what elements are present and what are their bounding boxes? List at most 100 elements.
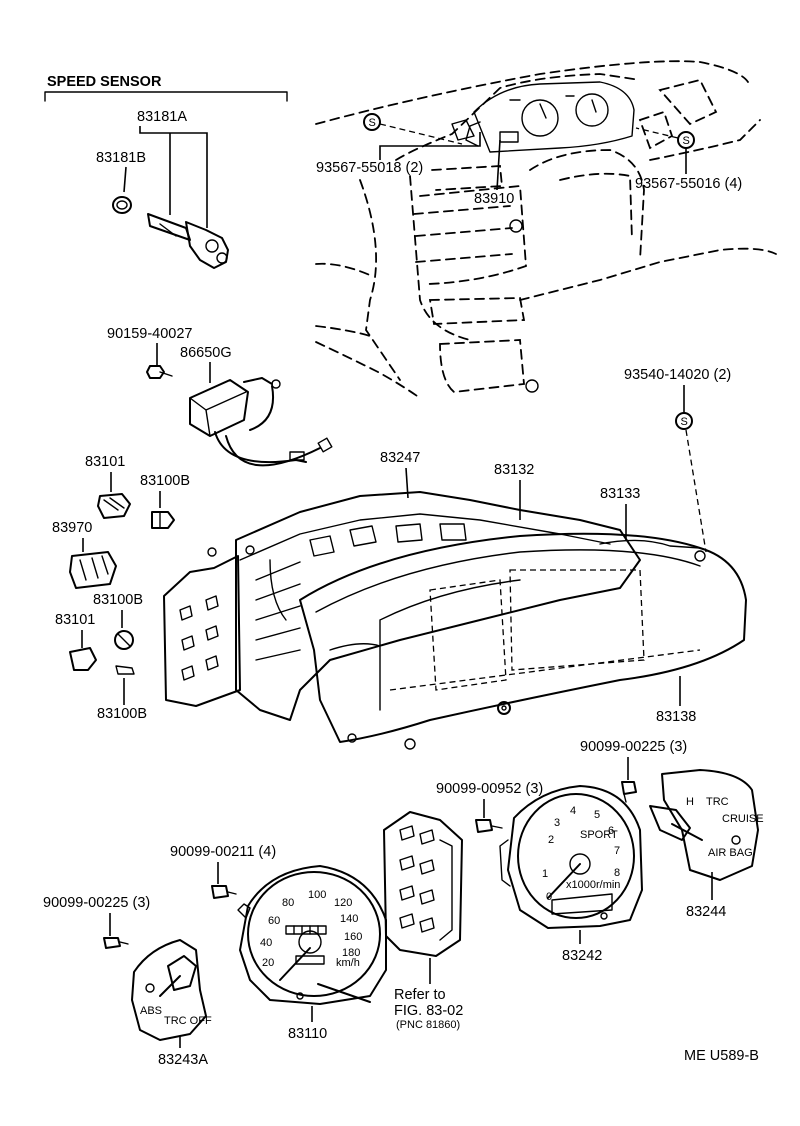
svg-text:2: 2 <box>548 834 554 846</box>
speed-sensor-icon <box>147 213 229 269</box>
label-83138: 83138 <box>656 709 696 725</box>
part-83243A[interactable]: ABS TRC OFF 83243A <box>131 939 212 1068</box>
label-83244: 83244 <box>686 904 726 920</box>
gauge-face-83243A <box>131 939 207 1041</box>
tachometer-icon: 0 1 2 3 4 5 6 7 8 SPORT x1000r/min <box>499 785 643 929</box>
svg-text:40: 40 <box>260 937 272 949</box>
gauge-face-83244 <box>661 769 759 881</box>
part-83101-mid[interactable]: 83101 <box>55 612 97 671</box>
svg-text:3: 3 <box>554 817 560 829</box>
vent-knob-icon <box>509 219 523 233</box>
needle-motor-icon <box>649 805 691 841</box>
section-title: SPEED SENSOR <box>47 74 162 90</box>
label-90099-00225-left: 90099-00225 (3) <box>43 895 150 911</box>
label-90099-00225-right: 90099-00225 (3) <box>580 739 687 755</box>
svg-text:TRC: TRC <box>706 796 729 808</box>
speed-sensor-group: SPEED SENSOR <box>44 74 288 102</box>
part-83242[interactable]: 0 1 2 3 4 5 6 7 8 SPORT x1000r/min 83242 <box>499 785 643 964</box>
svg-text:ABS: ABS <box>140 1005 162 1017</box>
sensor-module-icon <box>189 377 333 467</box>
wedge-bulb-icon <box>115 665 135 675</box>
circuit-plate-icon <box>163 547 241 707</box>
part-90099-00211[interactable]: 90099-00211 (4) <box>170 844 276 899</box>
part-83247[interactable]: 83247 <box>380 450 420 499</box>
svg-text:H: H <box>686 796 694 808</box>
diagram-code: ME U589-B <box>684 1048 759 1064</box>
part-83100B-bot[interactable]: 83100B <box>97 665 147 722</box>
svg-text:8: 8 <box>614 867 620 879</box>
label-83243A: 83243A <box>158 1052 208 1068</box>
label-83910: 83910 <box>474 191 514 207</box>
svg-text:7: 7 <box>614 845 620 857</box>
label-83100B-bot: 83100B <box>97 706 147 722</box>
svg-text:S: S <box>681 416 688 428</box>
svg-text:0: 0 <box>546 891 552 903</box>
label-83101-top: 83101 <box>85 454 125 470</box>
leader-83181B <box>123 166 127 193</box>
printed-circuit-icon <box>383 811 463 957</box>
part-83138[interactable]: 83138 <box>656 676 696 725</box>
label-83133: 83133 <box>600 486 640 502</box>
part-83110[interactable]: 20 40 60 80 100 120 140 160 180 km/h 831… <box>237 865 387 1042</box>
svg-text:S: S <box>683 135 690 147</box>
part-83101-top[interactable]: 83101 <box>85 454 131 519</box>
svg-text:160: 160 <box>344 931 362 943</box>
part-93540-14020[interactable]: 93540-14020 (2) S <box>624 367 731 553</box>
section-bracket <box>44 91 288 102</box>
label-90099-00211: 90099-00211 (4) <box>170 844 276 860</box>
label-83132: 83132 <box>494 462 534 478</box>
cluster-lens-icon <box>299 532 747 750</box>
part-83133[interactable]: 83133 <box>600 486 640 540</box>
part-90099-00225-left[interactable]: 90099-00225 (3) <box>43 895 150 949</box>
svg-text:x1000r/min: x1000r/min <box>566 879 620 891</box>
part-83132[interactable]: 83132 <box>494 462 534 520</box>
part-93567-55016[interactable]: S 93567-55016 (4) <box>635 127 742 192</box>
o-ring-icon <box>112 196 132 214</box>
svg-text:6: 6 <box>608 825 614 837</box>
connector-icon <box>69 551 117 589</box>
svg-text:100: 100 <box>308 889 326 901</box>
dashboard-cluster-icon <box>451 81 635 153</box>
label-83101-mid: 83101 <box>55 612 95 628</box>
part-93567-55018[interactable]: S 93567-55018 (2) <box>316 113 481 176</box>
part-90159-40027[interactable]: 90159-40027 <box>107 326 192 379</box>
label-93567-55018: 93567-55018 (2) <box>316 160 423 176</box>
svg-text:60: 60 <box>268 915 280 927</box>
refer-line2: FIG. 83-02 <box>394 1003 463 1019</box>
label-83181B: 83181B <box>96 150 146 166</box>
bulb-socket-icon <box>114 630 134 650</box>
part-83181B[interactable]: 83181B <box>96 150 146 214</box>
part-90099-00225-right[interactable]: 90099-00225 (3) <box>580 739 687 803</box>
svg-text:1: 1 <box>542 868 548 880</box>
svg-text:SPORT: SPORT <box>580 829 618 841</box>
label-83100B-top: 83100B <box>140 473 190 489</box>
bolt-icon <box>146 365 173 379</box>
label-90159-40027: 90159-40027 <box>107 326 192 342</box>
svg-text:TRC OFF: TRC OFF <box>164 1015 212 1027</box>
svg-text:140: 140 <box>340 913 358 925</box>
screw-s-icon <box>675 412 693 430</box>
label-93567-55016: 93567-55016 (4) <box>635 176 742 192</box>
svg-text:20: 20 <box>262 957 274 969</box>
part-83970[interactable]: 83970 <box>52 520 117 589</box>
part-83910[interactable]: 83910 <box>474 139 514 207</box>
part-83181A[interactable]: 83181A <box>137 109 208 228</box>
refer-line1: Refer to <box>394 987 446 1003</box>
refer-fig-83-02[interactable]: Refer to FIG. 83-02 (PNC 81860) <box>383 811 463 1031</box>
svg-text:CRUISE: CRUISE <box>722 813 764 825</box>
label-86650G: 86650G <box>180 345 232 361</box>
svg-text:km/h: km/h <box>336 957 360 969</box>
part-83100B-mid[interactable]: 83100B <box>93 592 143 650</box>
label-83242: 83242 <box>562 948 602 964</box>
needle-motor-icon <box>167 955 197 991</box>
part-83100B-top[interactable]: 83100B <box>140 473 190 529</box>
part-83244[interactable]: H TRC CRUISE AIR BAG 83244 <box>649 769 764 920</box>
label-83247: 83247 <box>380 450 420 466</box>
bulb-icon <box>151 511 175 529</box>
part-90099-00952[interactable]: 90099-00952 (3) <box>436 781 543 833</box>
leader-83181A <box>139 126 208 228</box>
svg-text:180: 180 <box>342 947 360 959</box>
part-86650G[interactable]: 86650G <box>180 345 333 467</box>
screw-icon <box>103 937 129 949</box>
